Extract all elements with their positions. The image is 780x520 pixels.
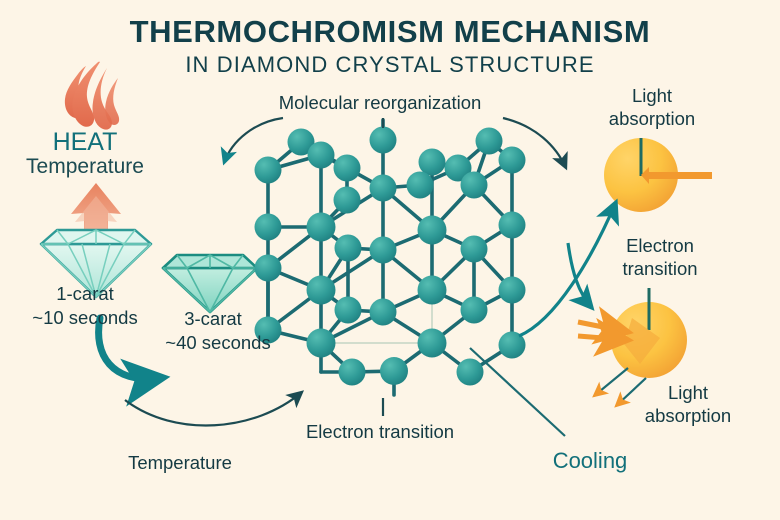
light-absorption-2-line1: Light	[667, 382, 709, 403]
diamond-icon-1	[39, 228, 153, 299]
cooling-label: Cooling	[552, 448, 628, 473]
outgoing-rays-icon	[592, 367, 647, 408]
photon-orb-icon-1	[604, 138, 712, 212]
page-title: THERMOCHROMISM MECHANISM	[129, 14, 651, 49]
heat-label: HEAT	[52, 128, 118, 156]
molecular-reorganization-connectors	[220, 116, 568, 171]
light-absorption-2-line2: absorption	[644, 405, 732, 426]
temperature-flow-arrows	[95, 314, 305, 427]
page-subtitle: IN DIAMOND CRYSTAL STRUCTURE	[185, 52, 595, 77]
diamond-icon-2	[161, 253, 259, 314]
arrow-up-icon	[71, 183, 121, 236]
light-absorption-1-line1: Light	[631, 85, 673, 106]
flame-icon	[64, 61, 120, 130]
light-absorption-1-line2: absorption	[608, 108, 696, 129]
orb1-to-orb2-arrow	[566, 242, 595, 311]
crystal-lattice-icon	[254, 118, 526, 397]
diamond-1-carat-label: 1-carat	[56, 283, 114, 304]
temperature-label-bottom: Temperature	[128, 452, 232, 473]
temperature-label-top: Temperature	[26, 155, 144, 178]
cooling-connector	[469, 347, 566, 437]
electron-transition-right-line2: transition	[622, 258, 698, 279]
electron-transition-label-bottom: Electron transition	[305, 421, 455, 442]
diamond-2-carat-label: 3-carat	[184, 308, 242, 329]
incoming-rays-icon	[577, 306, 634, 357]
molecular-reorganization-label: Molecular reorganization	[278, 92, 482, 113]
electron-transition-right-line1: Electron	[626, 235, 694, 256]
diamond-1-time-label: ~10 seconds	[32, 307, 138, 328]
diamond-2-time-label: ~40 seconds	[165, 332, 271, 353]
